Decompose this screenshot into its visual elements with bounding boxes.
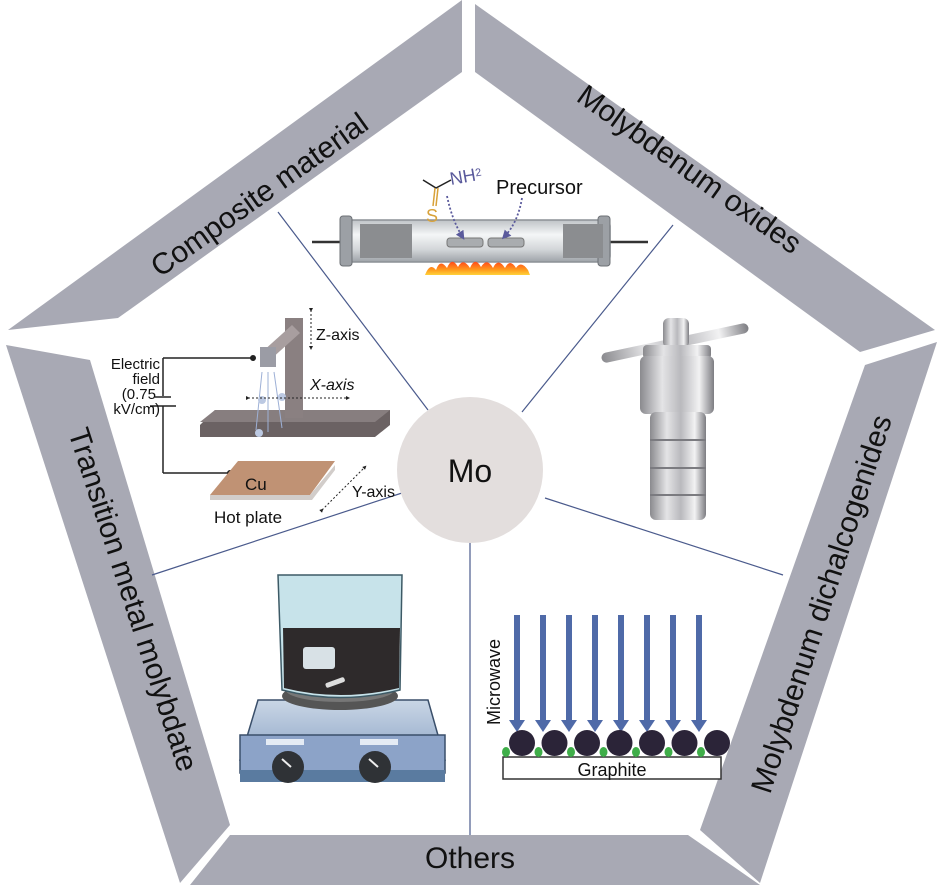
mo-particle (541, 730, 568, 756)
autoclave (601, 318, 749, 520)
amine-label: NH2 (448, 164, 483, 189)
band-others[interactable] (190, 835, 760, 885)
microwave-arrow-head (561, 720, 577, 732)
label-dichalcogenides: Molybdenum dichalcogenides (745, 411, 899, 797)
mo-particle (671, 730, 698, 756)
microwave-arrow (670, 615, 676, 723)
cvd-tube-furnace: S NH2 Precursor (312, 164, 648, 275)
flame-icon (425, 261, 530, 275)
band-oxides[interactable] (475, 4, 935, 352)
band-composite[interactable] (8, 0, 462, 330)
hot-plate-label: Hot plate (214, 508, 282, 527)
microwave-arrow-head (665, 720, 681, 732)
spoke-left (151, 491, 406, 576)
microwave-arrow (696, 615, 702, 723)
microwave-arrow-head (535, 720, 551, 732)
microwave-arrow-head (691, 720, 707, 732)
microwave-arrow (514, 615, 520, 723)
catalyst-dot (534, 747, 543, 757)
mo-particle (704, 730, 730, 756)
microwave-arrow (566, 615, 572, 723)
graphite-label: Graphite (577, 760, 646, 780)
microwave-arrow (592, 615, 598, 723)
catalyst-dot (567, 747, 575, 757)
band-dichalcogenides[interactable] (700, 342, 937, 883)
field-line-4: kV/cm) (113, 401, 160, 418)
band-molybdate[interactable] (6, 345, 230, 883)
field-line-3: (0.75 (122, 386, 156, 403)
sulfur-label: S (426, 206, 438, 226)
magnetic-stirrer-beaker (238, 574, 446, 783)
precursor-label: Precursor (496, 177, 583, 199)
microwave-arrow (644, 615, 650, 723)
spoke-top-left (277, 211, 429, 411)
center-circle[interactable] (397, 397, 543, 543)
field-line-2: field (132, 371, 160, 388)
z-axis-label: Z-axis (316, 327, 360, 344)
spoke-top-right (521, 224, 674, 413)
microwave-arrow (618, 615, 624, 723)
x-axis-label: X-axis (309, 377, 354, 394)
mo-particle (574, 730, 600, 756)
catalyst-dot (697, 747, 705, 757)
catalyst-dot (632, 747, 640, 757)
y-axis-label: Y-axis (352, 484, 395, 501)
electrospinning-setup: Electric field (0.75 kV/cm) Z-axis X-axi… (111, 308, 395, 527)
microwave-arrow (540, 615, 546, 723)
microwave-synthesis: Microwave Graphite (484, 615, 730, 780)
microwave-arrow-head (639, 720, 655, 732)
pentagon-frame (6, 0, 937, 885)
microwave-arrow-head (509, 720, 525, 732)
mo-particle (606, 730, 633, 756)
field-line-1: Electric (111, 356, 161, 373)
mo-particle (639, 730, 665, 756)
microwave-arrow-head (613, 720, 629, 732)
catalyst-dot (664, 747, 673, 757)
center-label: Mo (448, 453, 492, 489)
cu-label: Cu (245, 475, 267, 494)
catalyst-dot (599, 747, 608, 757)
mo-particle (509, 730, 535, 756)
label-others: Others (425, 842, 515, 875)
catalyst-dot (502, 747, 510, 757)
graphite-substrate (502, 756, 722, 780)
microwave-label: Microwave (484, 639, 504, 725)
microwave-arrow-head (587, 720, 603, 732)
spoke-right (544, 497, 784, 576)
